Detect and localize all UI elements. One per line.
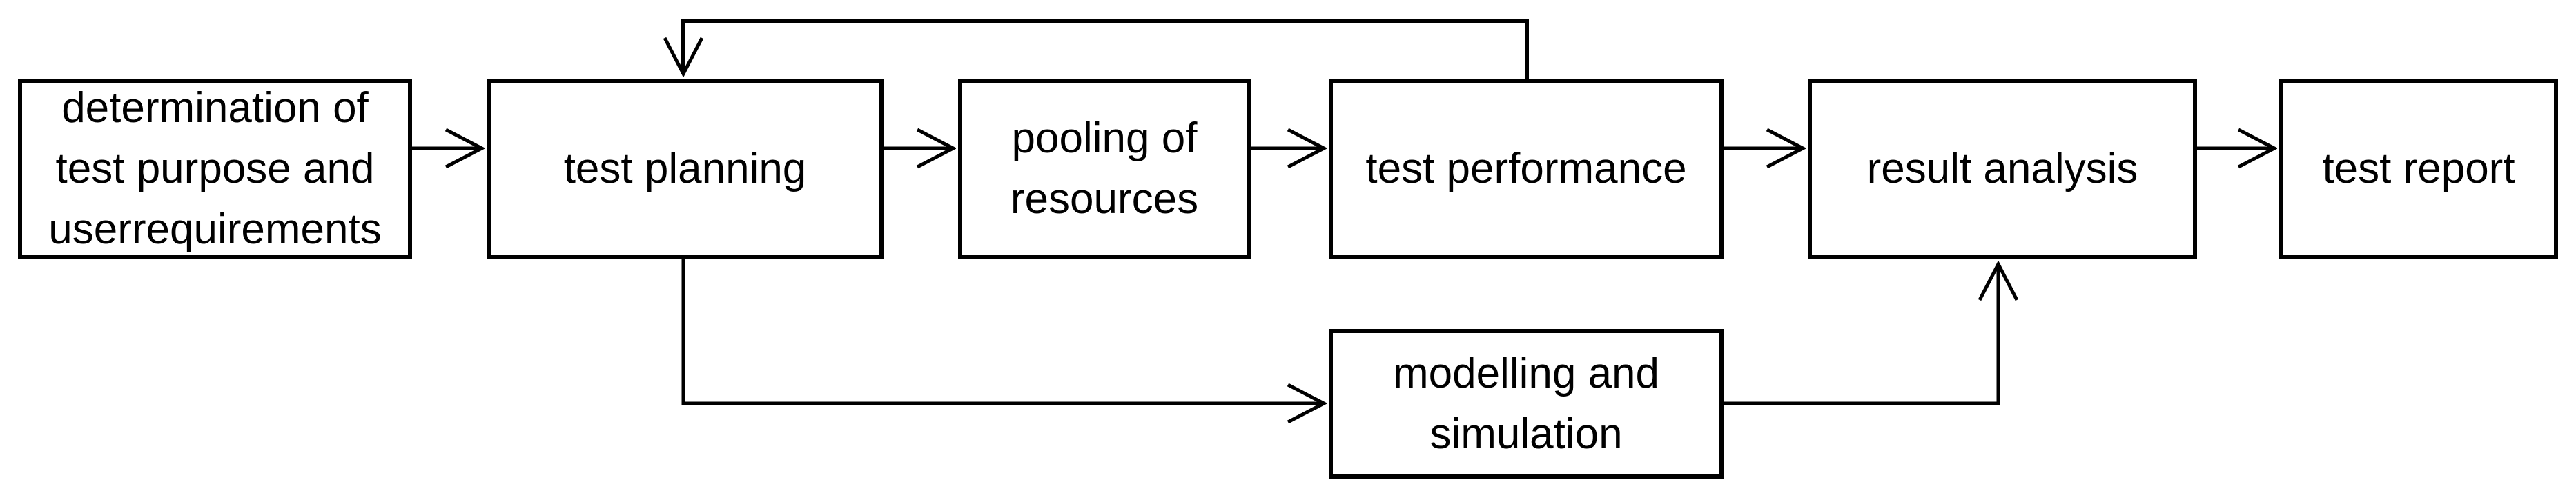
node-result-analysis-label: result analysis: [1866, 145, 2138, 192]
node-test-report: test report: [2279, 79, 2558, 259]
node-test-performance: test performance: [1329, 79, 1724, 259]
node-test-planning-label: test planning: [563, 145, 807, 192]
node-determination-label-line3: userrequirements: [48, 206, 382, 253]
edge-planning-to-modelling: [681, 259, 1324, 403]
node-pooling-label-line2: resources: [1010, 175, 1199, 223]
node-determination-label-line2: test purpose and: [55, 145, 375, 192]
node-modelling-and-simulation: modelling and simulation: [1329, 329, 1724, 479]
node-result-analysis: result analysis: [1808, 79, 2197, 259]
node-pooling-label-line1: pooling of: [1011, 114, 1198, 162]
node-determination-label-line1: determination of: [61, 84, 369, 132]
edge-performance-to-planning-feedback: [683, 19, 1529, 79]
node-test-performance-label: test performance: [1365, 145, 1687, 192]
node-determination: determination of test purpose and userre…: [18, 79, 412, 259]
node-test-planning: test planning: [487, 79, 884, 259]
node-test-report-label: test report: [2322, 145, 2515, 192]
node-modelling-label-line1: modelling and: [1392, 349, 1660, 397]
node-modelling-label-line2: simulation: [1430, 410, 1623, 458]
edge-modelling-to-analysis: [1724, 264, 1998, 405]
node-pooling-of-resources: pooling of resources: [958, 79, 1251, 259]
